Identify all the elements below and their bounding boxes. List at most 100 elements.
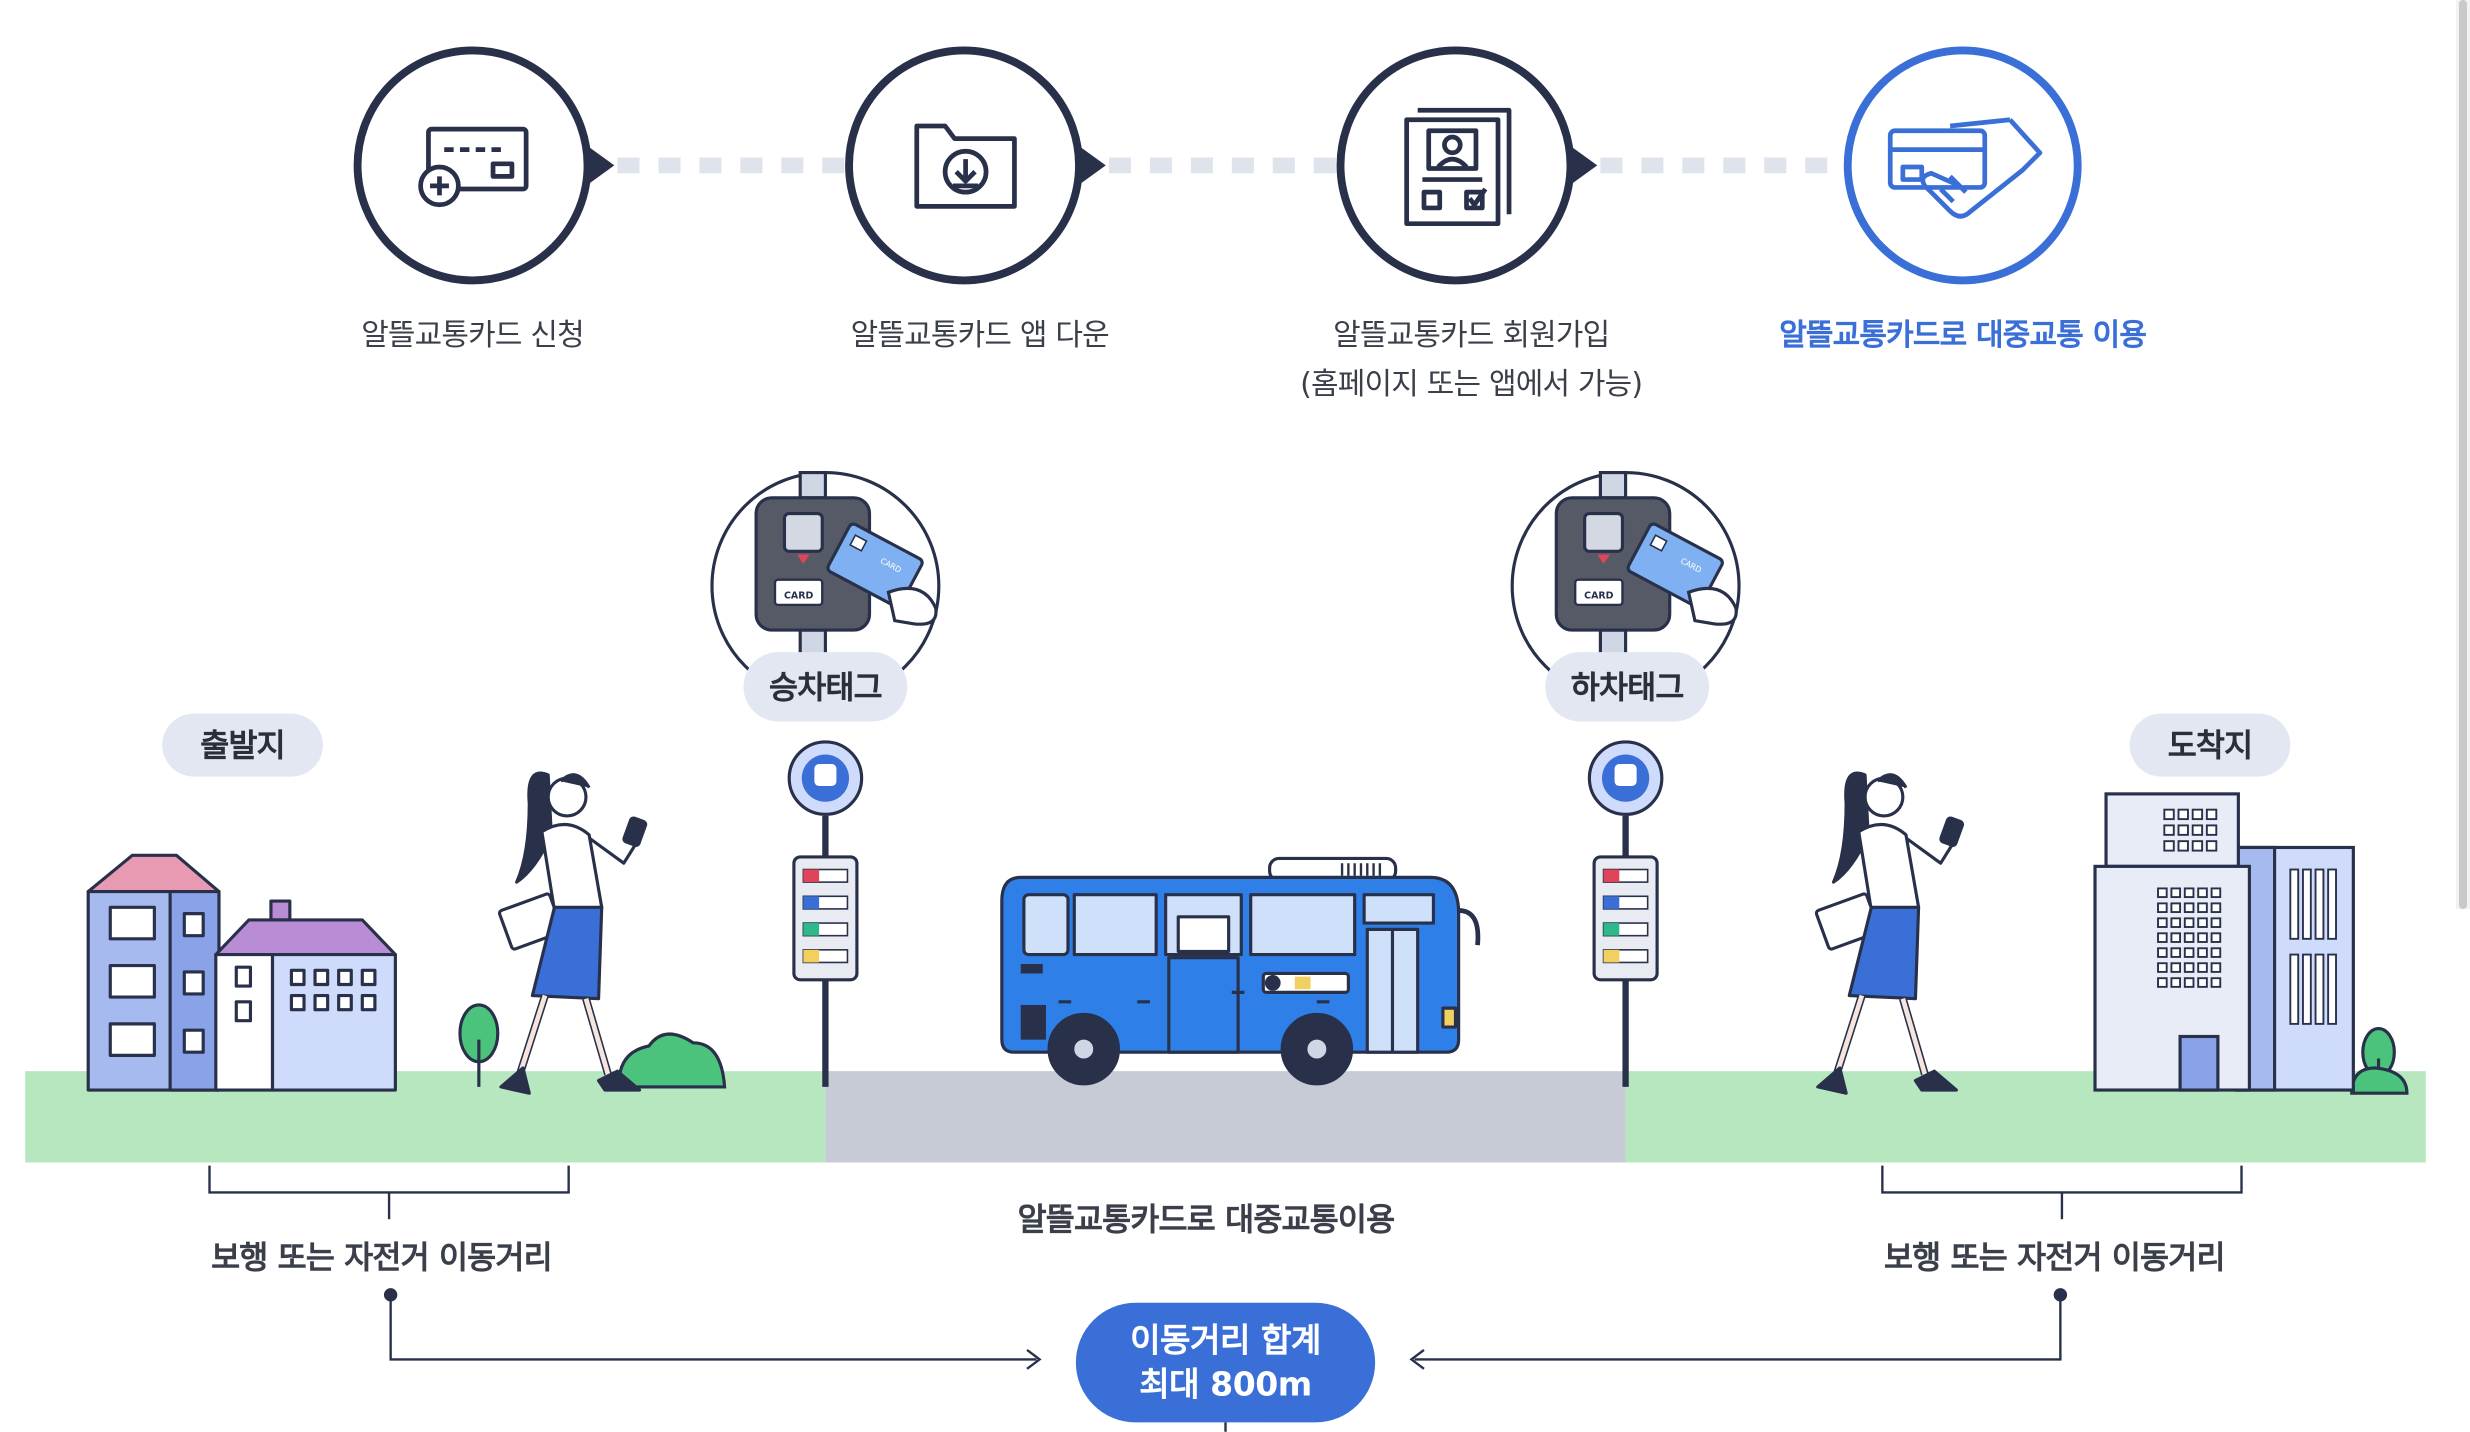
building-window [2301, 868, 2312, 940]
step-2-label: 알뜰교통카드 앱 다운 [850, 318, 1110, 353]
bus-stop-left [787, 740, 864, 1087]
walking-woman-right [1814, 771, 1965, 1095]
building-window [2183, 917, 2195, 928]
building-window [2163, 840, 2175, 852]
connector-dot [1313, 157, 1336, 174]
building-window [2170, 962, 2182, 973]
building-window [2210, 932, 2222, 943]
building-window [2327, 953, 2337, 1025]
distance-brackets [208, 1165, 2243, 1432]
building-window [2191, 840, 2204, 852]
building-window [2170, 917, 2182, 928]
step-circle-2 [845, 46, 1106, 285]
connector-dot [1231, 157, 1254, 174]
reader-card-label: CARD [784, 591, 813, 602]
card-handshake-icon [1887, 117, 2043, 219]
building-window [2210, 917, 2222, 928]
building-window [2205, 808, 2218, 821]
connector-dot [1764, 157, 1787, 174]
building-window [2210, 947, 2222, 958]
connector-dot [1272, 157, 1295, 174]
arrival-buildings [2093, 792, 2355, 1092]
building-window [2210, 902, 2222, 913]
connector-dot [822, 157, 845, 174]
building-window [2177, 824, 2189, 836]
bus-stop-right [1587, 740, 1664, 1087]
connector-dot [617, 157, 640, 174]
scrollbar-thumb[interactable] [2459, 0, 2467, 909]
building-window [2170, 902, 2182, 913]
alight-tag-badge: 하차태그 [1545, 652, 1710, 722]
building-window [2289, 953, 2300, 1025]
connector-dot [740, 157, 763, 174]
connector-dot [1149, 157, 1172, 174]
connector-dot [699, 157, 722, 174]
connector-dot [658, 157, 681, 174]
transit-label: 알뜰교통카드로 대중교통이용 [1017, 1200, 1396, 1239]
building-window [2163, 808, 2175, 821]
building-window [2177, 808, 2189, 821]
building-window [2183, 977, 2195, 988]
walking-woman-left [497, 771, 648, 1095]
connector-dot [1682, 157, 1705, 174]
building-window [2197, 932, 2208, 943]
connector-dot [1805, 157, 1828, 174]
building-window [2157, 917, 2168, 928]
building-window [2210, 887, 2222, 899]
connector-dot [1600, 157, 1623, 174]
walk-distance-right: 보행 또는 자전거 이동거리 [1883, 1238, 2225, 1276]
total-distance-badge: 이동거리 합계 최대 800m [1075, 1302, 1376, 1423]
building-window [2191, 824, 2204, 836]
building-window [2327, 868, 2337, 940]
building-window [2205, 840, 2218, 852]
step-4-label: 알뜰교통카드로 대중교통 이용 [1779, 318, 2147, 353]
building-window [2183, 887, 2195, 899]
building-window [2289, 868, 2300, 940]
step-3-sublabel: (홈페이지 또는 앱에서 가능) [1300, 367, 1643, 402]
card-add-icon [418, 126, 529, 208]
total-distance-title: 이동거리 합계 [1130, 1321, 1321, 1360]
building-window [2183, 932, 2195, 943]
building-window [2157, 887, 2168, 899]
building-window [2177, 840, 2189, 852]
departure-buildings [86, 853, 397, 1092]
building-window [2157, 962, 2168, 973]
building-window [2157, 977, 2168, 988]
road [825, 1071, 1626, 1163]
board-tag-badge: 승차태그 [743, 652, 908, 722]
step-circle-1 [353, 46, 615, 285]
building-window [2191, 808, 2204, 821]
building-window [2197, 917, 2208, 928]
building-window [2210, 962, 2222, 973]
building-window [2183, 902, 2195, 913]
building-window [2197, 902, 2208, 913]
step-circle-4 [1843, 46, 2082, 285]
building-window [2170, 977, 2182, 988]
connector-dot [1190, 157, 1213, 174]
walk-distance-left: 보행 또는 자전거 이동거리 [211, 1238, 552, 1276]
connector-dot [1641, 157, 1664, 174]
building-window [2170, 887, 2182, 899]
reader-card-label: CARD [1584, 591, 1613, 602]
building-window [2183, 962, 2195, 973]
building-window [2301, 953, 2312, 1025]
building-window [2197, 977, 2208, 988]
departure-badge: 출발지 [162, 713, 323, 777]
building-window [2197, 962, 2208, 973]
vertical-scrollbar[interactable] [2456, 0, 2470, 909]
card-reader-alight: CARD CARD [1510, 470, 1741, 701]
building-window [2163, 824, 2175, 836]
member-form-icon [1404, 107, 1512, 227]
connector-dot [1108, 157, 1131, 174]
tree-right [2350, 1027, 2409, 1095]
building-window [2170, 947, 2182, 958]
step-connectors [617, 157, 1828, 174]
folder-download-icon [914, 123, 1017, 209]
building-window [2157, 947, 2168, 958]
tree-left [458, 1003, 500, 1087]
building-window [2170, 932, 2182, 943]
building-window [2210, 977, 2222, 988]
building-window [2314, 868, 2325, 940]
building-window [2183, 947, 2195, 958]
step-1-label: 알뜰교통카드 신청 [361, 318, 585, 353]
